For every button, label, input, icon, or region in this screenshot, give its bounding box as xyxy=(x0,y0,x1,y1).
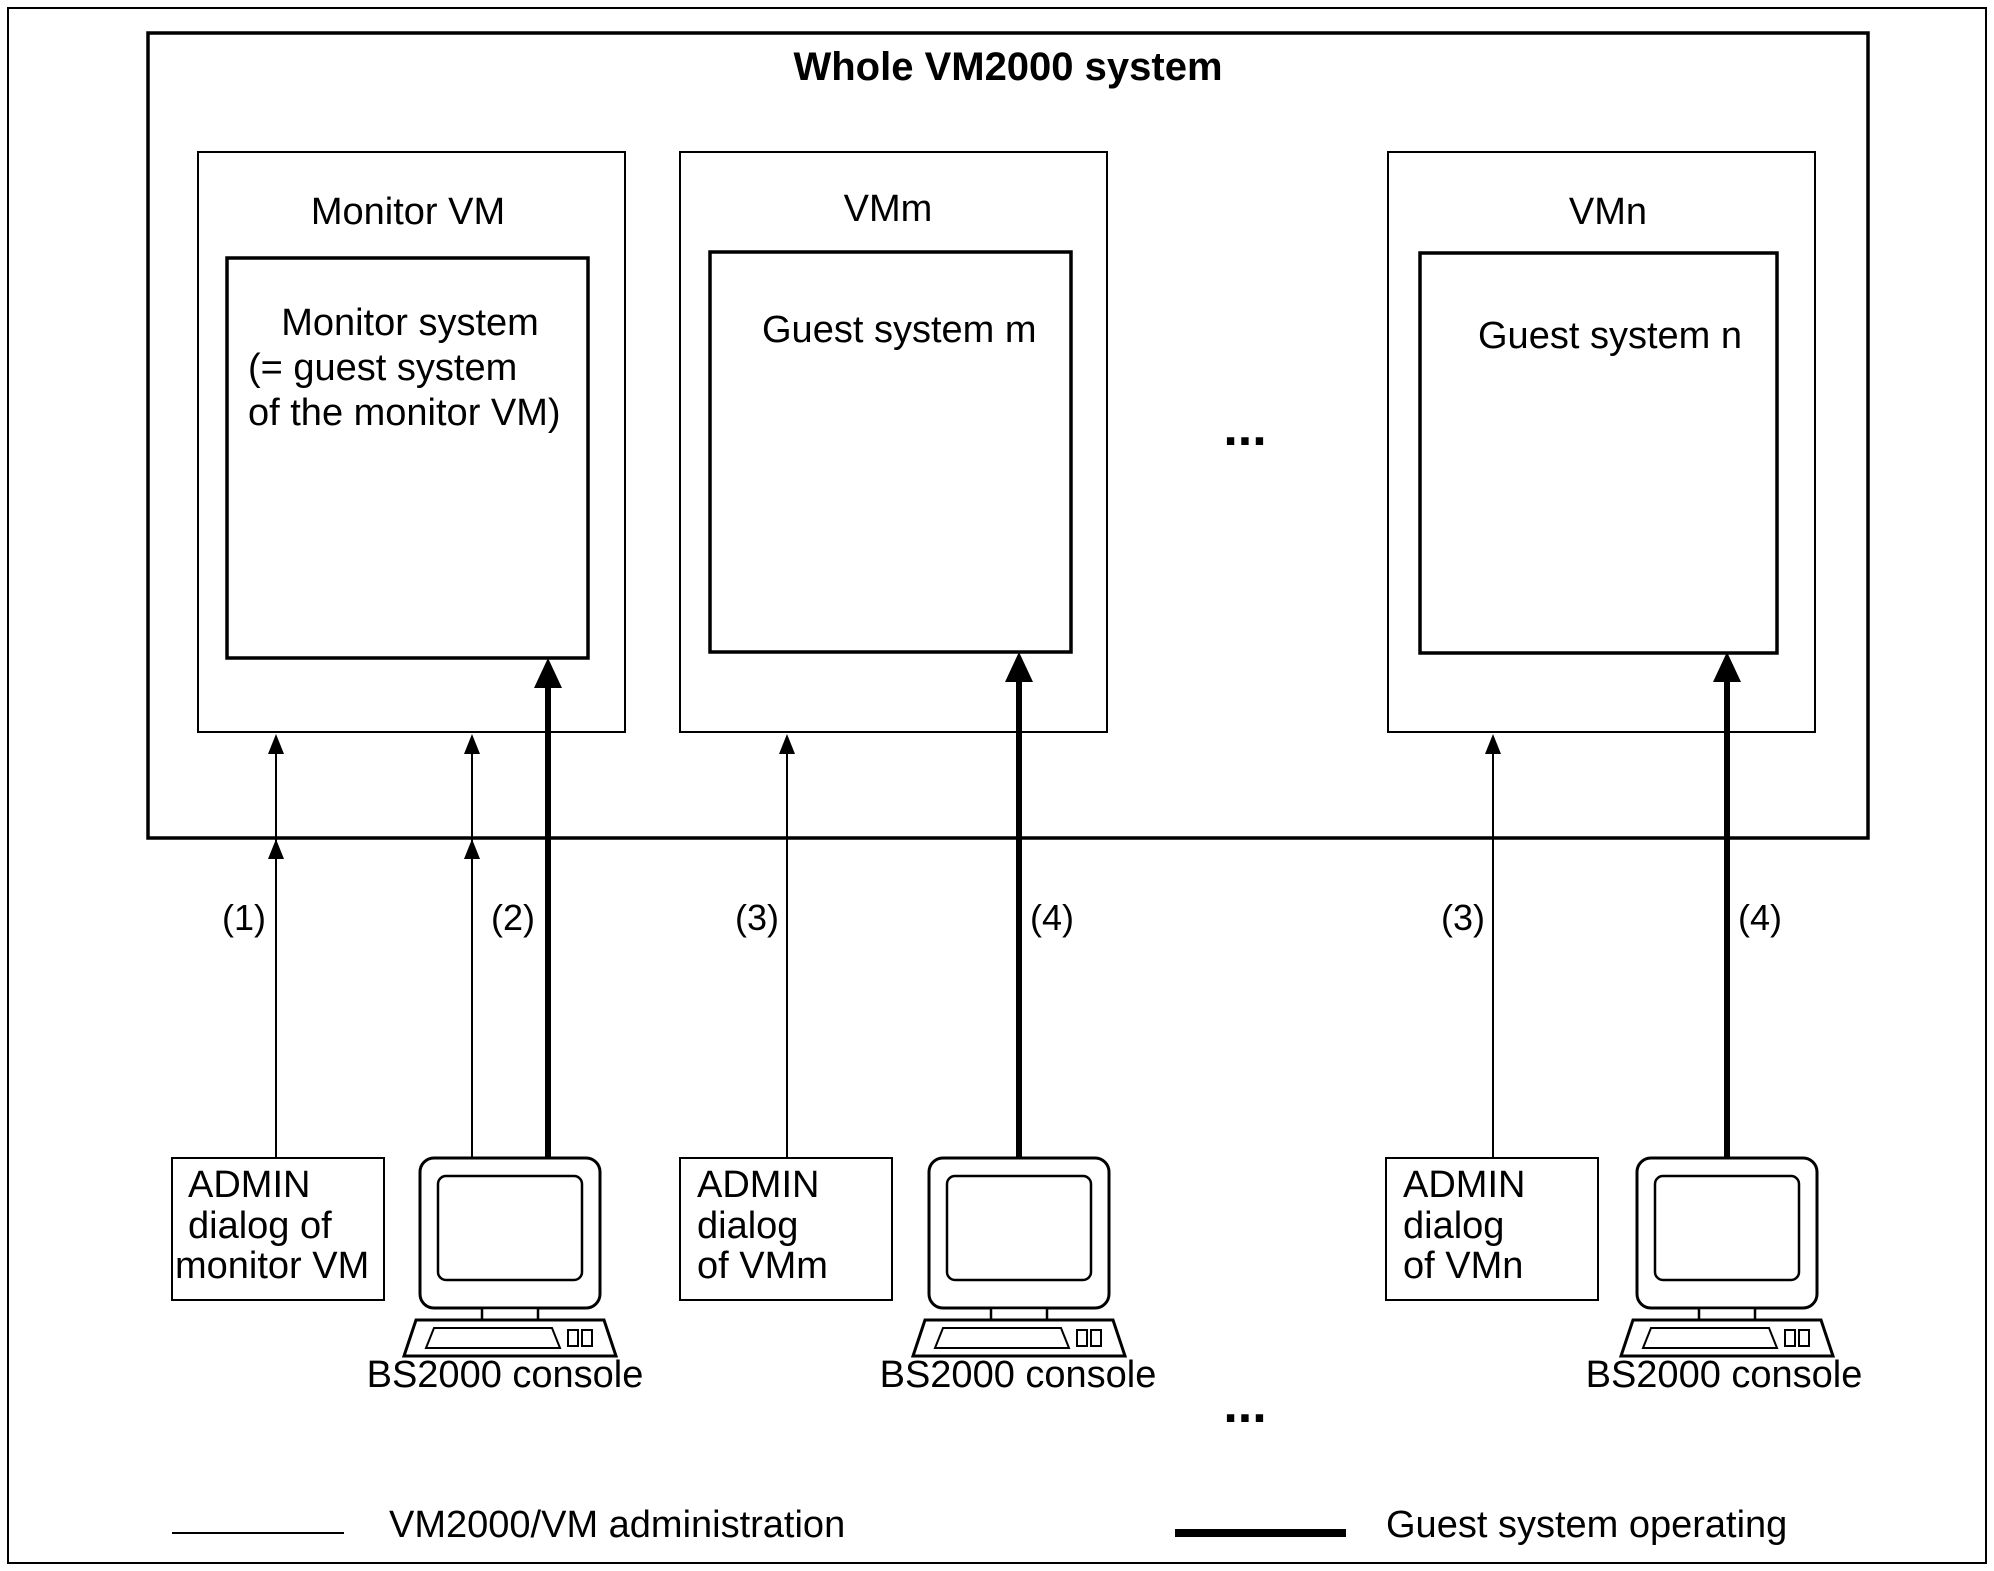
admin-dialog-monitor: ADMIN dialog of monitor VM xyxy=(171,1157,385,1301)
vm-header-monitor: Monitor VM xyxy=(311,191,505,233)
admin-connection-3a xyxy=(779,734,795,1158)
guest-line-monitor-3: of the monitor VM) xyxy=(248,392,561,434)
console-vmn: BS2000 console xyxy=(1586,1156,1863,1396)
vm-box-monitor: Monitor VM Monitor system (= guest syste… xyxy=(197,151,626,733)
admin-dialog-monitor-line-3: monitor VM xyxy=(175,1245,369,1287)
guest-line-vmm-1: Guest system m xyxy=(762,309,1037,351)
admin-dialog-vmn-line-3: of VMn xyxy=(1403,1245,1523,1287)
guest-system-box-vmn xyxy=(1418,251,1779,655)
terminal-icon xyxy=(911,1156,1127,1358)
admin-dialog-vmm-line-2: dialog xyxy=(697,1205,798,1247)
connection-label-3a: (3) xyxy=(735,897,779,938)
console-vmm: BS2000 console xyxy=(880,1156,1157,1396)
console-label-monitor: BS2000 console xyxy=(367,1354,644,1396)
guest-connection-vmn xyxy=(1713,652,1741,1158)
admin-connection-3b xyxy=(1485,734,1501,1158)
terminal-icon xyxy=(402,1156,618,1358)
admin-dialog-monitor-line-1: ADMIN xyxy=(188,1164,310,1206)
console-label-vmn: BS2000 console xyxy=(1586,1354,1863,1396)
console-monitor: BS2000 console xyxy=(367,1156,644,1396)
guest-line-vmn-1: Guest system n xyxy=(1478,315,1742,357)
admin-connection-1 xyxy=(268,734,284,1158)
terminal-icon xyxy=(1619,1156,1835,1358)
whole-vm2000-system: Whole VM2000 system xyxy=(146,31,1870,840)
vm-box-vmn: VMn Guest system n xyxy=(1387,151,1816,733)
guest-line-monitor-2: (= guest system xyxy=(248,347,517,389)
legend-thin-label: VM2000/VM administration xyxy=(389,1504,845,1546)
vm-box-vmm: VMm Guest system m xyxy=(679,151,1108,733)
connection-label-4b: (4) xyxy=(1738,897,1782,938)
console-label-vmm: BS2000 console xyxy=(880,1354,1157,1396)
admin-connection-2 xyxy=(464,734,480,1158)
ellipsis-bottom: ... xyxy=(1223,1376,1266,1434)
admin-dialog-vmm-line-3: of VMm xyxy=(697,1245,828,1287)
admin-dialog-vmn: ADMIN dialog of VMn xyxy=(1385,1157,1599,1301)
legend-thick-label: Guest system operating xyxy=(1386,1504,1787,1546)
guest-line-monitor-1: Monitor system xyxy=(281,302,539,344)
legend: VM2000/VM administration Guest system op… xyxy=(172,1504,1787,1546)
admin-dialog-vmm-line-1: ADMIN xyxy=(697,1164,819,1206)
guest-system-box-vmm xyxy=(708,250,1073,654)
connection-label-2: (2) xyxy=(491,897,535,938)
outer-frame xyxy=(7,7,1987,1564)
guest-connection-monitor xyxy=(534,658,562,1158)
whole-system-title: Whole VM2000 system xyxy=(793,45,1222,89)
ellipsis-top: ... xyxy=(1223,399,1266,457)
vm-header-vmm: VMm xyxy=(844,188,933,230)
admin-dialog-monitor-line-2: dialog of xyxy=(188,1205,332,1247)
vm-header-vmn: VMn xyxy=(1569,191,1647,233)
connection-label-3b: (3) xyxy=(1441,897,1485,938)
admin-dialog-vmm: ADMIN dialog of VMm xyxy=(679,1157,893,1301)
guest-connection-vmm xyxy=(1005,652,1033,1158)
guest-system-box-monitor xyxy=(225,256,590,660)
connection-label-4a: (4) xyxy=(1030,897,1074,938)
admin-dialog-vmn-line-2: dialog xyxy=(1403,1205,1504,1247)
connection-label-1: (1) xyxy=(222,897,266,938)
admin-dialog-vmn-line-1: ADMIN xyxy=(1403,1164,1525,1206)
